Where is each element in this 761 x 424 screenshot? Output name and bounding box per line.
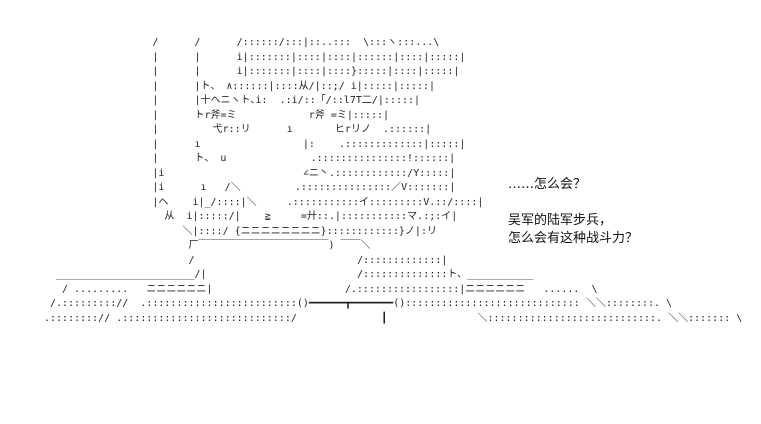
dialogue-line-2: 吴军的陆军步兵， <box>508 213 613 228</box>
dialogue-line-1: ……怎么会？ <box>508 177 587 192</box>
ascii-art-scene: / / /::::::/:::|::..::: \:::ヽ:::...\ | |… <box>44 37 743 324</box>
dialogue-box: ……怎么会？ 吴军的陆军步兵， 怎么会有这种战斗力？ <box>508 176 753 248</box>
dialogue-spacer <box>508 194 753 212</box>
dialogue-line-3: 怎么会有这种战斗力？ <box>508 231 639 246</box>
